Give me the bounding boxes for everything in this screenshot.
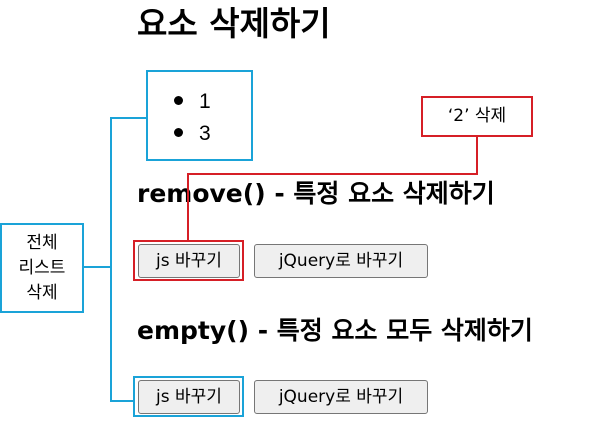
item-list: 1 3	[174, 86, 211, 150]
remove-js-button[interactable]: js 바꾸기	[138, 244, 240, 278]
empty-jquery-button[interactable]: jQuery로 바꾸기	[254, 380, 428, 414]
list-item-text: 1	[199, 90, 211, 113]
callout-line: 리스트	[18, 258, 66, 278]
callout-line: 전체	[26, 233, 58, 253]
callout-connector-blue-stub	[84, 266, 111, 268]
list-item: 3	[174, 118, 211, 150]
delete-two-callout: ‘2’ 삭제	[421, 96, 533, 137]
item-list-box: 1 3	[146, 70, 253, 161]
callout-line: 삭제	[26, 283, 58, 303]
bullet-icon	[174, 127, 183, 137]
callout-connector-red-horizontal	[187, 173, 478, 175]
empty-section-heading: empty() - 특정 요소 모두 삭제하기	[137, 316, 533, 345]
callout-connector-blue-top	[110, 117, 147, 119]
list-item: 1	[174, 86, 211, 118]
delete-all-callout: 전체 리스트 삭제	[0, 223, 84, 313]
list-item-text: 3	[199, 122, 211, 145]
remove-jquery-button[interactable]: jQuery로 바꾸기	[254, 244, 428, 278]
callout-connector-blue-vertical	[110, 117, 112, 402]
empty-js-button[interactable]: js 바꾸기	[138, 380, 240, 414]
bullet-icon	[174, 95, 183, 105]
page-title: 요소 삭제하기	[137, 4, 331, 43]
remove-section-heading: remove() - 특정 요소 삭제하기	[137, 179, 495, 208]
callout-connector-blue-bottom	[110, 400, 134, 402]
callout-connector-red-vertical	[476, 136, 478, 174]
callout-connector-red-drop	[187, 173, 189, 241]
